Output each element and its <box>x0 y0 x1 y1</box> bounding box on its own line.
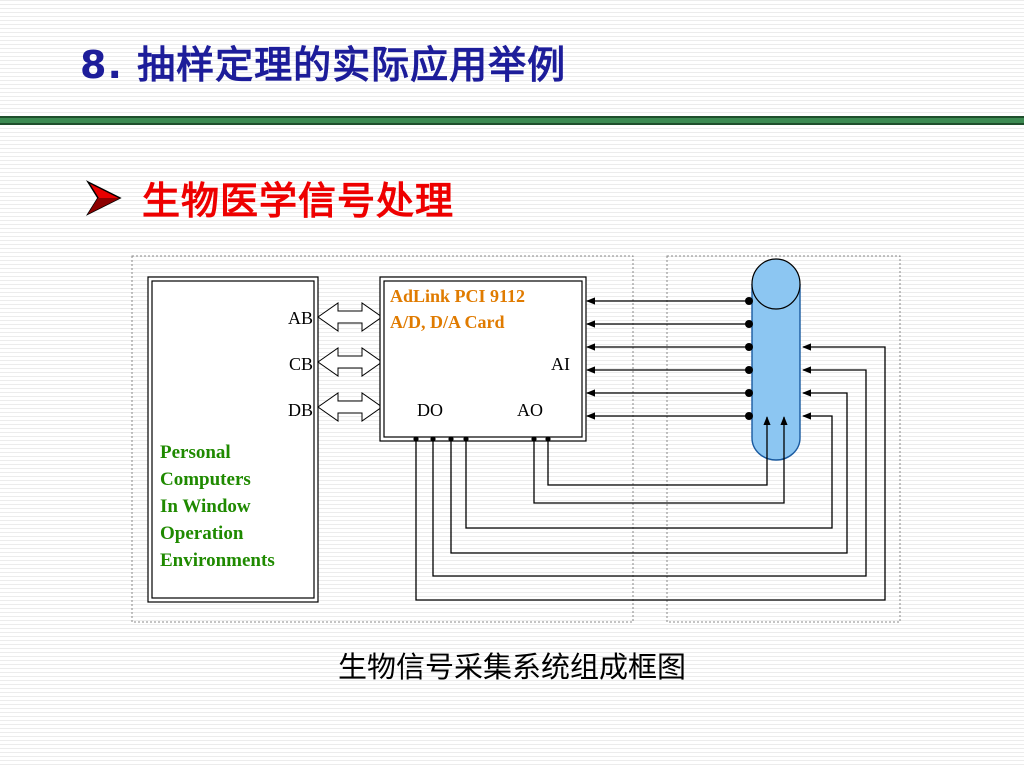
bus-label-ab: AB <box>288 308 313 328</box>
bus-arrow-db <box>317 392 383 422</box>
input-nodes <box>745 297 753 420</box>
bullet-text: 生物医学信号处理 <box>142 179 455 223</box>
card-title-line: A/D, D/A Card <box>390 312 505 332</box>
output-wires <box>415 343 886 601</box>
bus-arrow-cb <box>317 347 383 377</box>
bus-arrow-ab <box>317 302 383 332</box>
sensor-cylinder <box>751 258 801 461</box>
bullet-item: 生物医学信号处理 <box>84 170 454 225</box>
output-nodes <box>413 436 551 442</box>
card-box-inner <box>383 280 583 438</box>
port-ao-label: AO <box>517 400 543 420</box>
right-dotted-frame <box>666 255 901 623</box>
slide-title: 8. 抽样定理的实际应用举例 <box>80 43 567 87</box>
pc-label-line: Operation <box>160 523 244 544</box>
pc-label-line: Personal <box>160 442 231 463</box>
port-ai-label: AI <box>551 354 570 374</box>
title-rule <box>0 116 1024 125</box>
bus-label-db: DB <box>288 400 313 420</box>
pc-label-line: Environments <box>160 550 275 571</box>
card-box-outer <box>379 276 587 442</box>
pc-box-inner <box>151 280 315 599</box>
pc-label-line: Computers <box>160 469 251 490</box>
arrowhead-bullet-icon <box>85 179 122 216</box>
pc-box-outer <box>147 276 319 603</box>
input-arrows <box>586 297 749 420</box>
left-dotted-frame <box>131 255 634 623</box>
figure-caption: 生物信号采集系统组成框图 <box>337 650 686 684</box>
bus-label-cb: CB <box>289 354 313 374</box>
card-title-line: AdLink PCI 9112 <box>390 286 525 306</box>
port-do-label: DO <box>417 400 443 420</box>
pc-label-line: In Window <box>160 496 251 517</box>
